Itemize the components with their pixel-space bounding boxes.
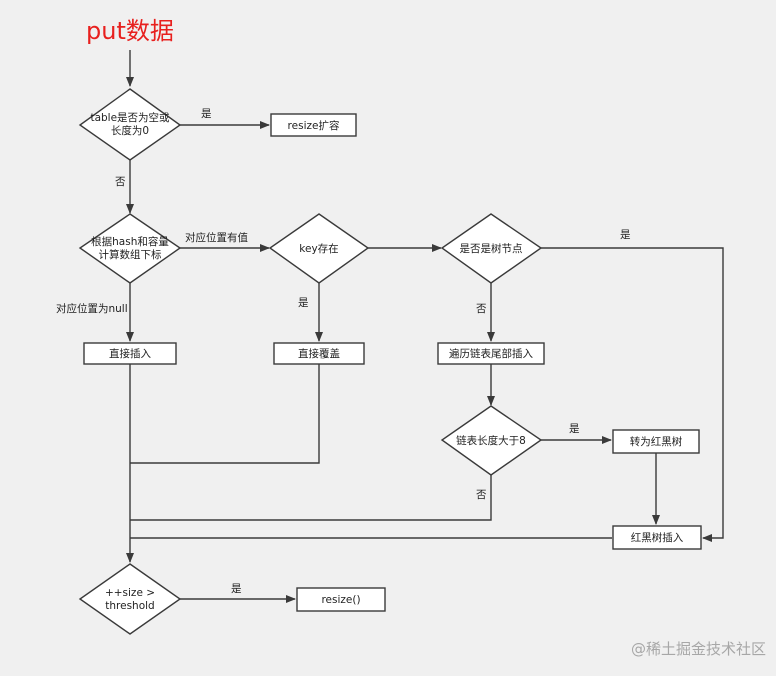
decision-list-length: 链表长度大于8 (440, 405, 543, 476)
edge-label-yes: 是 (231, 583, 242, 595)
process-direct-insert-label: 直接插入 (109, 347, 151, 360)
decision-is-tree-node-label: 是否是树节点 (460, 242, 523, 255)
process-resize-expand: resize扩容 (270, 113, 357, 137)
decision-compute-index: 根据hash和容量计算数组下标 (78, 213, 182, 284)
edge-label-yes: 是 (620, 229, 631, 241)
edge-label-no: 否 (476, 303, 487, 315)
edge-label-slot-has-value: 对应位置有值 (185, 231, 248, 244)
decision-compute-index-label: 根据hash和容量计算数组下标 (91, 235, 169, 261)
edge-length-no (130, 475, 492, 521)
edge-tree-node-yes (541, 247, 724, 542)
decision-size-threshold-label: ++size >threshold (105, 587, 155, 612)
process-resize-expand-label: resize扩容 (288, 119, 340, 132)
edge-label-yes: 是 (298, 297, 309, 309)
decision-size-threshold: ++size >threshold (78, 563, 182, 635)
process-direct-insert: 直接插入 (83, 342, 177, 365)
decision-key-exists-label: key存在 (299, 242, 338, 255)
decision-key-exists: key存在 (268, 213, 370, 284)
process-to-red-black-tree-label: 转为红黑树 (630, 435, 683, 448)
edge-label-no: 否 (476, 489, 487, 501)
edge-label-yes: 是 (201, 108, 212, 120)
process-traverse-tail-insert: 遍历链表尾部插入 (437, 342, 545, 365)
diagram-title: put数据 (86, 17, 174, 45)
decision-is-tree-node: 是否是树节点 (440, 213, 543, 284)
decision-list-length-label: 链表长度大于8 (456, 434, 526, 447)
process-resize-call: resize() (296, 587, 386, 612)
process-to-red-black-tree: 转为红黑树 (612, 429, 700, 454)
decision-table-empty: table是否为空或长度为0 (78, 88, 182, 161)
process-resize-call-label: resize() (321, 594, 360, 606)
edge-label-no: 否 (115, 176, 126, 188)
process-red-black-insert-label: 红黑树插入 (631, 531, 684, 544)
process-direct-overwrite: 直接覆盖 (273, 342, 365, 365)
process-direct-overwrite-label: 直接覆盖 (298, 347, 340, 360)
edge-overwrite-merge (130, 364, 320, 464)
connectors (126, 50, 724, 603)
edge-label-slot-is-null: 对应位置为null (56, 302, 128, 315)
decision-table-empty-label: table是否为空或长度为0 (90, 111, 170, 137)
watermark-text: @稀土掘金技术社区 (631, 640, 766, 658)
process-red-black-insert: 红黑树插入 (612, 525, 702, 550)
edge-label-yes: 是 (569, 423, 580, 435)
process-traverse-tail-insert-label: 遍历链表尾部插入 (449, 347, 533, 360)
